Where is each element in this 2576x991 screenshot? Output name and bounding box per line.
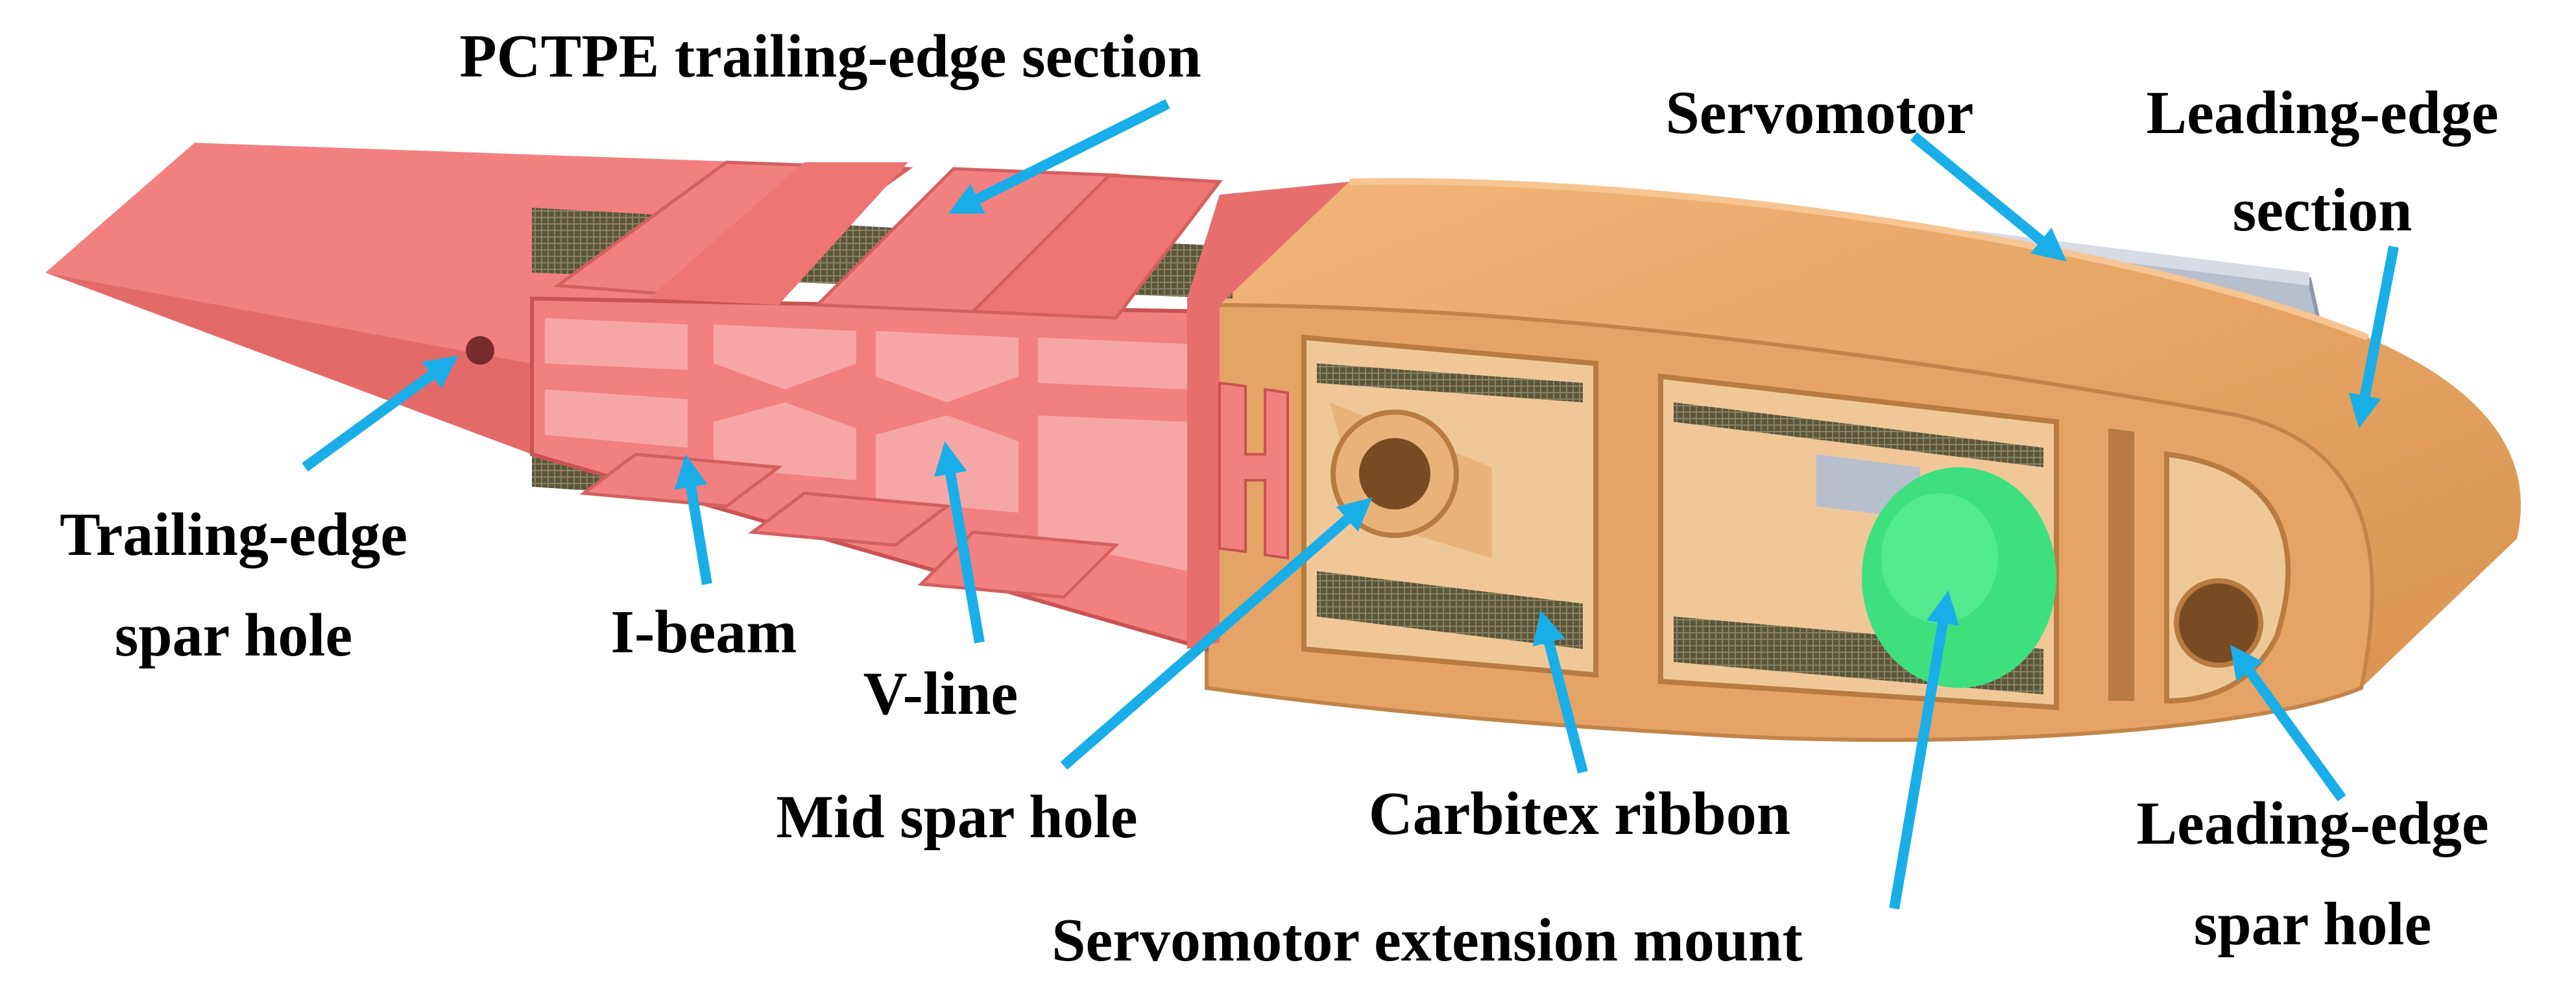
label-trailing-edge-spar-hole-2: spar hole	[115, 602, 353, 669]
label-mid-spar-hole: Mid spar hole	[776, 783, 1137, 851]
label-servomotor-extension-mount: Servomotor extension mount	[1052, 907, 1803, 974]
label-i-beam: I-beam	[610, 598, 797, 666]
arrow-i-beam	[674, 454, 712, 585]
label-carbitex-ribbon: Carbitex ribbon	[1369, 780, 1790, 848]
arrow-servomotor	[1910, 132, 2067, 262]
arrow-v-line	[933, 441, 985, 644]
label-pctpe-section: PCTPE trailing-edge section	[459, 23, 1201, 90]
annotation-arrows	[302, 99, 2399, 910]
arrow-leading-edge-section	[2348, 245, 2399, 429]
arrow-mid-spar-hole	[1060, 497, 1373, 770]
arrow-servomotor-extension-mount	[1889, 590, 1960, 910]
label-leading-edge-section-2: section	[2233, 177, 2413, 244]
arrow-carbitex-ribbon	[1532, 610, 1588, 774]
label-leading-edge-section-1: Leading-edge	[2146, 79, 2498, 147]
label-servomotor: Servomotor	[1665, 79, 1973, 147]
arrow-leading-edge-spar-hole	[2230, 644, 2346, 801]
arrow-pctpe-section	[948, 99, 1170, 214]
label-leading-edge-spar-hole-1: Leading-edge	[2136, 790, 2488, 857]
pctpe-trailing-edge-section	[45, 143, 1349, 652]
labels: PCTPE trailing-edge section Servomotor L…	[60, 23, 2499, 974]
arrow-trailing-edge-spar-hole	[302, 355, 459, 472]
label-v-line: V-line	[863, 660, 1018, 728]
label-trailing-edge-spar-hole-1: Trailing-edge	[60, 501, 407, 569]
servomotor-extension-mount	[1862, 467, 2056, 688]
leading-edge-section	[1205, 178, 2521, 742]
label-leading-edge-spar-hole-2: spar hole	[2194, 890, 2432, 958]
